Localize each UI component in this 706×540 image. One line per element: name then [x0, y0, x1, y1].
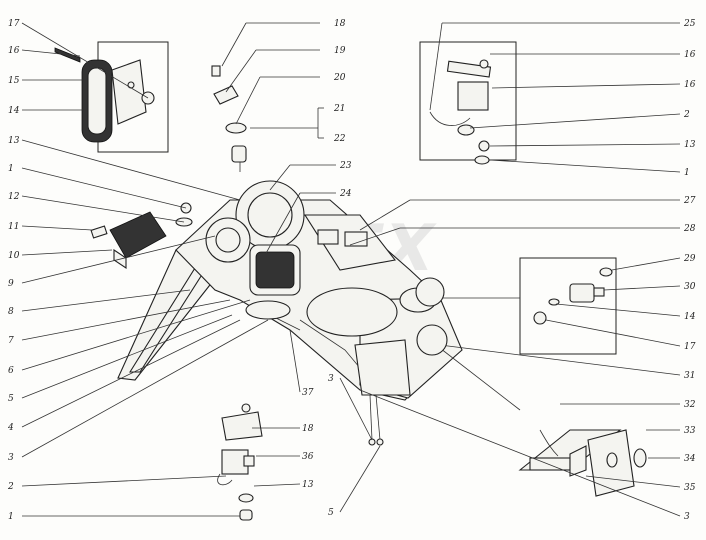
- label-right-5: 1: [684, 168, 690, 178]
- label-top-0: 18: [334, 19, 346, 29]
- label-left-17: 1: [8, 512, 14, 522]
- labels-left: 17 16 15 14 13 1 12 11 10 9 8 7 6 5 4 3 …: [7, 19, 20, 522]
- label-left-1: 16: [8, 46, 20, 56]
- label-right-0: 25: [683, 19, 696, 29]
- label-left-14: 4: [7, 423, 14, 433]
- label-left-6: 12: [8, 192, 20, 202]
- label-bottom-1: 36: [302, 452, 314, 462]
- label-right-1: 16: [684, 50, 696, 60]
- lamp-assembly-bottom: [217, 403, 263, 521]
- switch-right: [533, 267, 613, 325]
- label-left-8: 10: [8, 251, 20, 261]
- label-right-9: 30: [684, 282, 696, 292]
- lamp-assembly: [54, 47, 155, 143]
- label-top-1: 19: [334, 46, 346, 56]
- label-right-10: 14: [684, 312, 696, 322]
- label-right-15: 34: [684, 454, 696, 464]
- label-right-11: 17: [684, 342, 696, 352]
- label-right-16: 35: [684, 483, 696, 493]
- label-left-12: 6: [8, 366, 14, 376]
- detail-box-right: [519, 257, 617, 355]
- label-right-12: 31: [684, 371, 695, 381]
- cabin-body: [117, 180, 463, 446]
- labels-top-mid: 18 19 20 21 22 23 24: [333, 19, 352, 199]
- label-bottom-2: 13: [302, 480, 314, 490]
- label-right-13: 32: [684, 400, 696, 410]
- label-right-6: 27: [683, 196, 696, 206]
- label-right-2: 16: [684, 80, 696, 90]
- labels-right: 25 16 16 2 13 1 27 28 29 30 14 17 31 32 …: [683, 19, 696, 522]
- label-right-7: 28: [683, 224, 696, 234]
- switch-assembly-top-right: [429, 59, 492, 165]
- label-bottom-3: 37: [302, 388, 314, 398]
- label-left-10: 8: [8, 307, 14, 317]
- label-left-7: 11: [8, 222, 19, 232]
- label-left-4: 13: [8, 136, 20, 146]
- labels-bottom: 18 36 13 37 3 5: [302, 374, 334, 518]
- label-left-13: 5: [8, 394, 14, 404]
- label-left-11: 7: [8, 336, 14, 346]
- label-right-8: 29: [683, 254, 696, 264]
- label-top-5: 23: [339, 161, 352, 171]
- detail-box-top-right: [419, 41, 517, 161]
- label-right-3: 2: [683, 110, 690, 120]
- label-right-4: 13: [684, 140, 696, 150]
- label-left-0: 17: [8, 19, 20, 29]
- leader-lines: [21, 22, 681, 517]
- label-right-17: 3: [684, 512, 690, 522]
- label-left-5: 1: [8, 164, 14, 174]
- label-left-15: 3: [8, 453, 14, 463]
- top-fastener-stack: [211, 65, 247, 172]
- label-left-2: 15: [8, 76, 20, 86]
- label-right-14: 33: [684, 426, 696, 436]
- label-top-6: 24: [339, 189, 352, 199]
- label-bottom-5: 5: [328, 508, 334, 518]
- label-top-3: 21: [333, 104, 345, 114]
- label-bottom-0: 18: [302, 424, 314, 434]
- label-top-4: 22: [333, 134, 346, 144]
- switch-bottom-right: [518, 429, 647, 497]
- label-left-3: 14: [8, 106, 20, 116]
- label-left-16: 2: [7, 482, 14, 492]
- label-left-9: 9: [8, 279, 14, 289]
- label-bottom-4: 3: [328, 374, 334, 384]
- label-top-2: 20: [333, 73, 346, 83]
